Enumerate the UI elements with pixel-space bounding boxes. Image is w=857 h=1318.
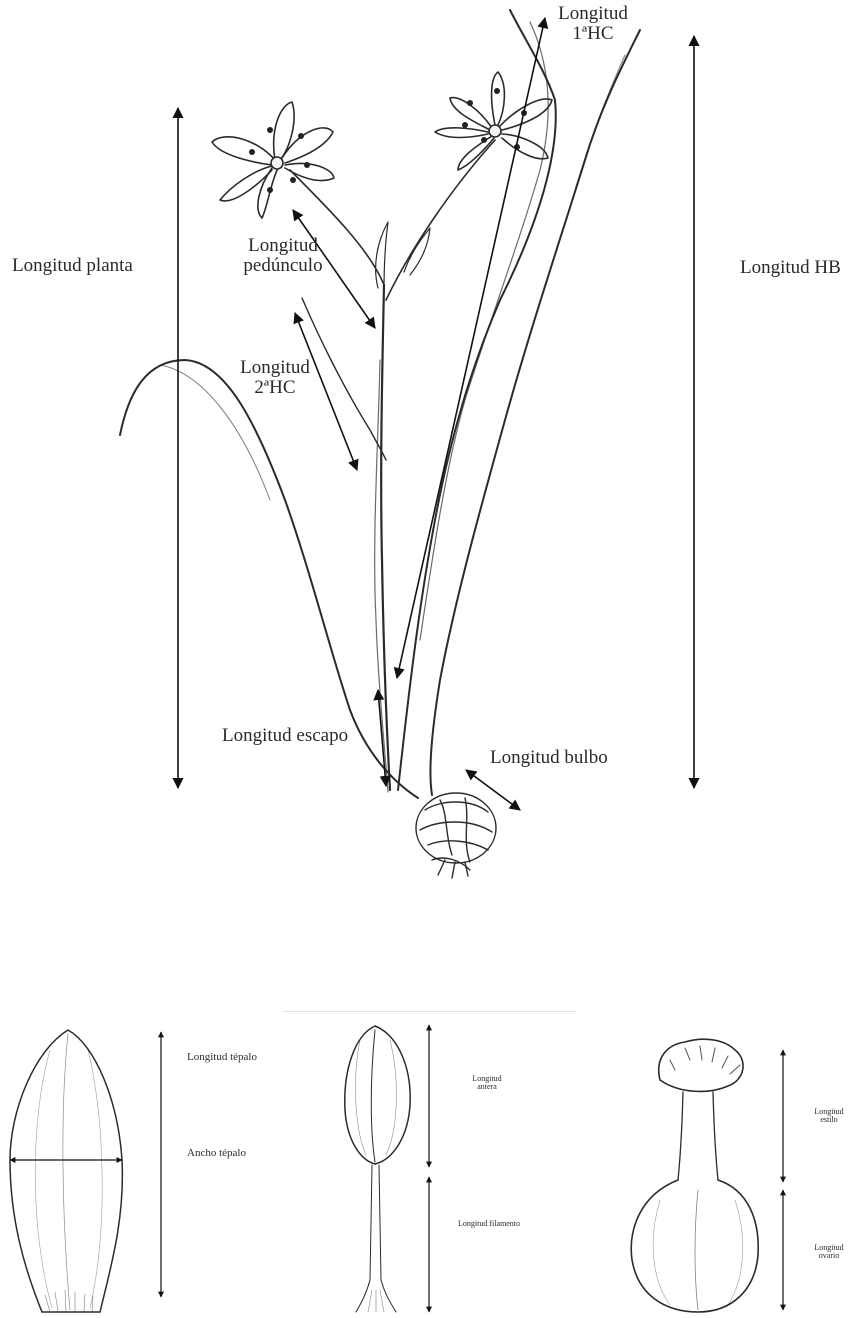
label-longitud-1hc: Longitud 1ªHC — [548, 4, 638, 44]
label-longitud-antera-line2: antera — [462, 1083, 512, 1091]
label-longitud-filamento: Longitud filamento — [458, 1220, 520, 1228]
label-longitud-bulbo: Longitud bulbo — [490, 748, 608, 768]
measurement-arrows — [178, 18, 694, 810]
label-longitud-ovario-line2: ovario — [804, 1252, 854, 1260]
arrow-escapo — [378, 690, 386, 786]
arrow-1hc — [397, 18, 545, 678]
label-longitud-pedunculo-line2: pedúnculo — [228, 256, 338, 276]
label-longitud-2hc-line2: 2ªHC — [230, 378, 320, 398]
label-longitud-1hc-line1: Longitud — [548, 4, 638, 24]
label-ancho-tepalo: Ancho tépalo — [187, 1148, 246, 1160]
stamen-panel-border — [283, 1011, 576, 1012]
label-longitud-1hc-line2: 1ªHC — [548, 24, 638, 44]
label-longitud-hb: Longitud HB — [740, 258, 841, 278]
label-longitud-estilo-line2: estilo — [804, 1116, 854, 1124]
label-longitud-ovario: Longitud ovario — [804, 1244, 854, 1261]
label-longitud-pedunculo: Longitud pedúnculo — [228, 236, 338, 276]
label-longitud-antera: Longitud antera — [462, 1075, 512, 1092]
label-longitud-planta: Longitud planta — [12, 256, 133, 276]
label-longitud-tepalo: Longitud tépalo — [187, 1052, 257, 1064]
label-longitud-2hc: Longitud 2ªHC — [230, 358, 320, 398]
pistil-drawing — [631, 1039, 758, 1312]
stamen-drawing — [345, 1026, 410, 1312]
tepal-drawing — [10, 1030, 122, 1312]
label-longitud-2hc-line1: Longitud — [230, 358, 320, 378]
label-longitud-estilo: Longitud estilo — [804, 1108, 854, 1125]
label-longitud-escapo: Longitud escapo — [222, 726, 348, 746]
label-longitud-pedunculo-line1: Longitud — [228, 236, 338, 256]
